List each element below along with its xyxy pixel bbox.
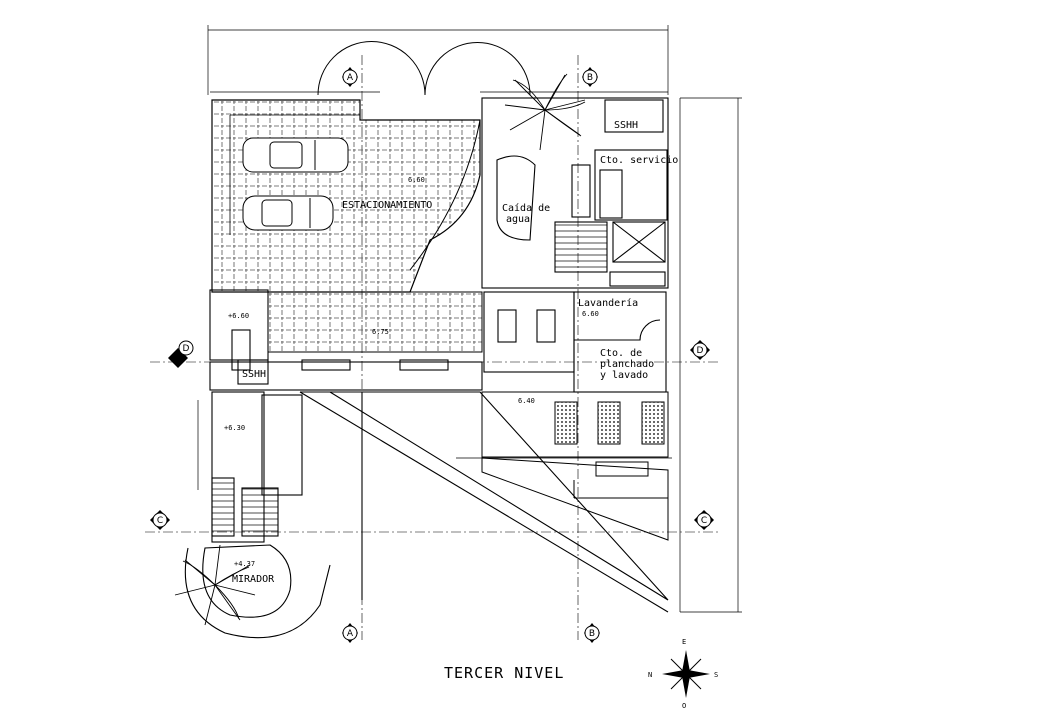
axis-marker-c-left: C	[150, 510, 170, 530]
car-bottom	[242, 195, 334, 231]
level-terrace: 6.40	[518, 397, 535, 405]
dimension-lines	[197, 25, 742, 613]
compass-o: O	[682, 702, 686, 710]
water-exit-label-2: agua	[506, 214, 530, 225]
ironing-label-3: y lavado	[600, 370, 648, 381]
main-bath-label: SSHH	[242, 369, 266, 380]
compass-rose-icon: E N S O	[648, 638, 718, 710]
svg-text:D: D	[183, 344, 190, 354]
plan-title: TERCER NIVEL	[444, 664, 564, 682]
compass-s: S	[714, 671, 718, 679]
svg-text:C: C	[701, 516, 707, 526]
laundry-label: Lavandería	[578, 297, 638, 309]
left-wing	[209, 289, 669, 613]
water-exit-label-1: Caída de	[502, 202, 550, 214]
axis-marker-d-right: D	[690, 340, 710, 360]
level-parking: 6.60	[408, 176, 425, 184]
ironing-label-1: Cto. de	[600, 348, 642, 359]
terrace	[481, 391, 669, 541]
ironing-label-2: planchado	[600, 359, 654, 370]
service-block	[481, 97, 669, 289]
svg-text:C: C	[157, 516, 163, 526]
level-stair-left: +6.30	[224, 424, 245, 432]
service-bath-label: SSHH	[614, 120, 638, 131]
car-top	[242, 137, 349, 173]
axis-marker-a-top: A	[342, 67, 358, 87]
palm-tree-top	[504, 73, 586, 151]
level-ramp: 6.75	[372, 328, 389, 336]
level-viewpoint: +4.37	[234, 560, 255, 568]
viewpoint-label: MIRADOR	[232, 574, 275, 585]
svg-text:D: D	[697, 346, 704, 356]
axis-marker-d-left: D	[168, 340, 194, 368]
compass-e: E	[682, 638, 686, 646]
entrance-arcs	[317, 41, 531, 271]
palm-tree-bottom	[174, 544, 256, 626]
axis-marker-a-bottom: A	[342, 623, 358, 643]
compass-n: N	[648, 671, 652, 679]
axis-marker-c-right: C	[694, 510, 714, 530]
svg-text:A: A	[347, 73, 354, 83]
svg-text:B: B	[589, 629, 595, 639]
svg-text:A: A	[347, 629, 354, 639]
viewpoint-platform	[184, 544, 331, 639]
level-hall-left: +6.60	[228, 312, 249, 320]
parking-label: ESTACIONAMIENTO	[342, 200, 432, 211]
svg-text:B: B	[587, 73, 593, 83]
axis-marker-b-top: B	[582, 67, 598, 87]
service-room-label: Cto. servicio	[600, 155, 678, 166]
axis-marker-b-bottom: B	[584, 623, 600, 643]
level-laundry: 6.60	[582, 310, 599, 318]
